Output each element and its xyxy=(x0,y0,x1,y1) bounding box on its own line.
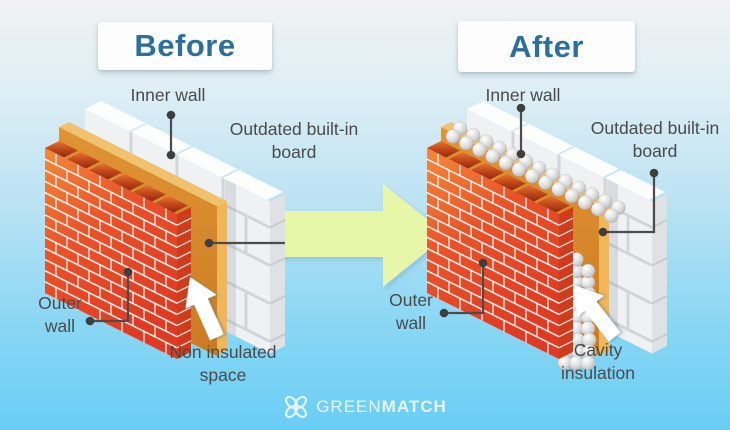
before-outer-wall-label: Outer wall xyxy=(38,293,82,336)
logo-match: MATCH xyxy=(381,397,447,416)
after-outer-wall-label: Outer wall xyxy=(389,290,433,333)
after-board-label: Outdated built-in board xyxy=(590,118,720,161)
after-panel: After Inner wall Outdated built-in board… xyxy=(365,0,730,430)
before-title: Before xyxy=(98,22,272,70)
pointer-arrow-graphic xyxy=(574,285,621,342)
greenmatch-logo: GREENMATCH xyxy=(0,394,730,420)
before-panel: Before Inner wall Outdated built-in boar… xyxy=(38,22,359,385)
before-title-text: Before xyxy=(134,28,236,63)
after-title-text: After xyxy=(509,28,584,64)
after-wall-illustration xyxy=(426,101,667,371)
before-board-label: Outdated built-in board xyxy=(229,119,359,162)
after-title: After xyxy=(458,21,635,72)
after-inner-wall-label: Inner wall xyxy=(485,85,561,105)
before-cavity-label: Non insulated space xyxy=(169,342,277,385)
before-inner-wall-label: Inner wall xyxy=(130,85,206,105)
clover-icon xyxy=(285,395,308,419)
logo-wordmark: GREENMATCH xyxy=(316,397,447,417)
leader-lines xyxy=(439,103,659,318)
outer-wall-graphic xyxy=(44,141,192,359)
transition-arrow xyxy=(268,184,447,287)
logo-green: GREEN xyxy=(316,397,382,416)
after-cavity-label: Cavity insulation xyxy=(561,340,635,383)
before-wall-illustration xyxy=(44,101,285,359)
pointer-arrow-graphic xyxy=(185,277,224,341)
leader-lines xyxy=(85,110,285,326)
